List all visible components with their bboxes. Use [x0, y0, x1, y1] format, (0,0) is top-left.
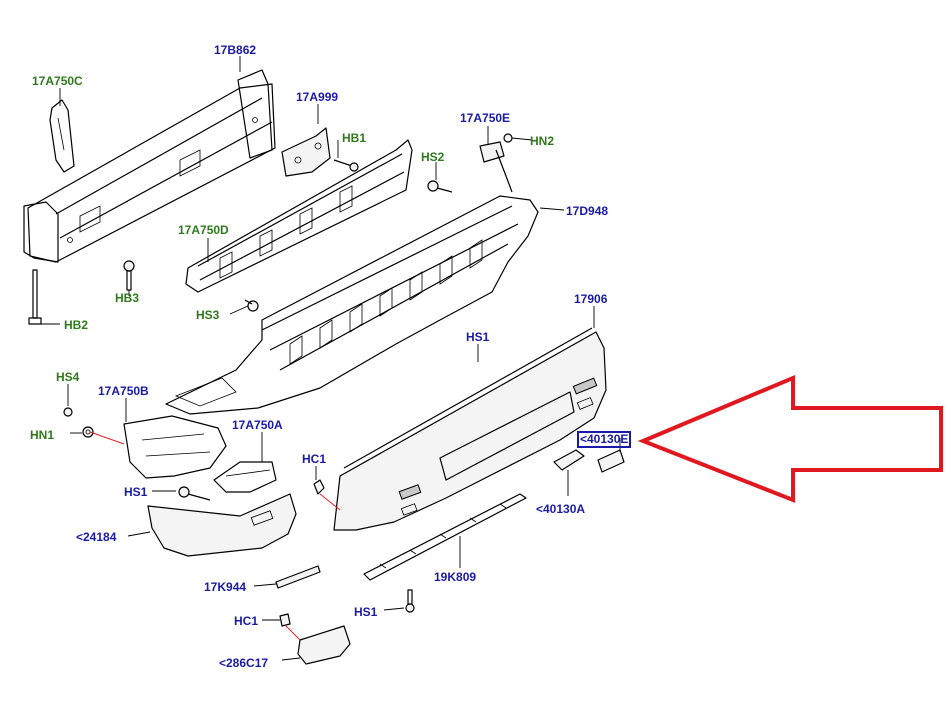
bolt-hs2 — [427, 180, 453, 193]
reflector-40130a — [553, 449, 585, 471]
callout-17906[interactable]: 17906 — [574, 292, 608, 306]
callout-40130e[interactable]: <40130E — [577, 431, 632, 448]
bracket-17a750e — [479, 133, 513, 193]
energy-absorber-17a750d — [185, 139, 413, 293]
bracket-17a750a — [213, 461, 277, 493]
callout-17b862[interactable]: 17B862 — [214, 43, 257, 57]
callout-17a750d[interactable]: 17A750D — [178, 223, 229, 237]
callout-hc1-mid[interactable]: HC1 — [302, 452, 327, 466]
bolt-hb3 — [123, 260, 135, 291]
callout-24184[interactable]: <24184 — [76, 530, 117, 544]
corner-bracket-17a750b — [123, 415, 227, 479]
tow-cover-286c17 — [297, 625, 351, 665]
bolt-hs3 — [244, 299, 259, 312]
callout-hb2[interactable]: HB2 — [64, 318, 89, 332]
trim-strip-19k809 — [363, 493, 527, 581]
leader-lines — [40, 56, 621, 661]
callout-286c17[interactable]: <286C17 — [219, 656, 269, 670]
bumper-reinforcement-beam — [23, 69, 276, 263]
callout-17d948[interactable]: 17D948 — [566, 204, 609, 218]
bracket-17a750c — [49, 99, 75, 173]
bracket-17a999 — [281, 127, 331, 177]
bolt-hb2 — [28, 269, 42, 325]
callout-hc1-bottom[interactable]: HC1 — [234, 614, 259, 628]
callout-hn2[interactable]: HN2 — [530, 134, 555, 148]
impact-absorber-17d948 — [165, 195, 539, 415]
callout-19k809[interactable]: 19K809 — [434, 570, 477, 584]
clip-hc1-bottom — [279, 613, 291, 627]
callout-17a750a[interactable]: 17A750A — [232, 418, 283, 432]
reflector-40130e — [597, 449, 625, 473]
moulding-17k944 — [275, 565, 321, 589]
callout-17a750e[interactable]: 17A750E — [460, 111, 511, 125]
bolt-hs4 — [63, 407, 73, 417]
nut-hn1 — [82, 426, 94, 438]
callout-17k944[interactable]: 17K944 — [204, 580, 247, 594]
callout-17a750b[interactable]: 17A750B — [98, 384, 149, 398]
bumper-cover-17906 — [333, 327, 607, 531]
bolt-hs1-bottom — [405, 589, 415, 613]
callout-hb1[interactable]: HB1 — [342, 131, 367, 145]
callout-hs2[interactable]: HS2 — [421, 150, 445, 164]
callout-hs1-left[interactable]: HS1 — [124, 485, 148, 499]
callout-hs4[interactable]: HS4 — [56, 370, 80, 384]
callout-40130a[interactable]: <40130A — [536, 502, 586, 516]
callout-hn1[interactable]: HN1 — [30, 428, 55, 442]
callout-hs1-top[interactable]: HS1 — [466, 330, 490, 344]
bolt-hb1 — [333, 159, 359, 172]
clip-hc1-mid — [313, 479, 325, 495]
lower-panel-24184 — [147, 493, 297, 557]
callout-17a999[interactable]: 17A999 — [296, 90, 339, 104]
callout-17a750c[interactable]: 17A750C — [32, 74, 83, 88]
pointer-arrow — [637, 374, 943, 503]
callout-hb3[interactable]: HB3 — [115, 291, 140, 305]
callout-hs3[interactable]: HS3 — [196, 308, 220, 322]
callout-hs1-bottom[interactable]: HS1 — [354, 605, 378, 619]
bolt-hs1-left — [178, 486, 211, 501]
